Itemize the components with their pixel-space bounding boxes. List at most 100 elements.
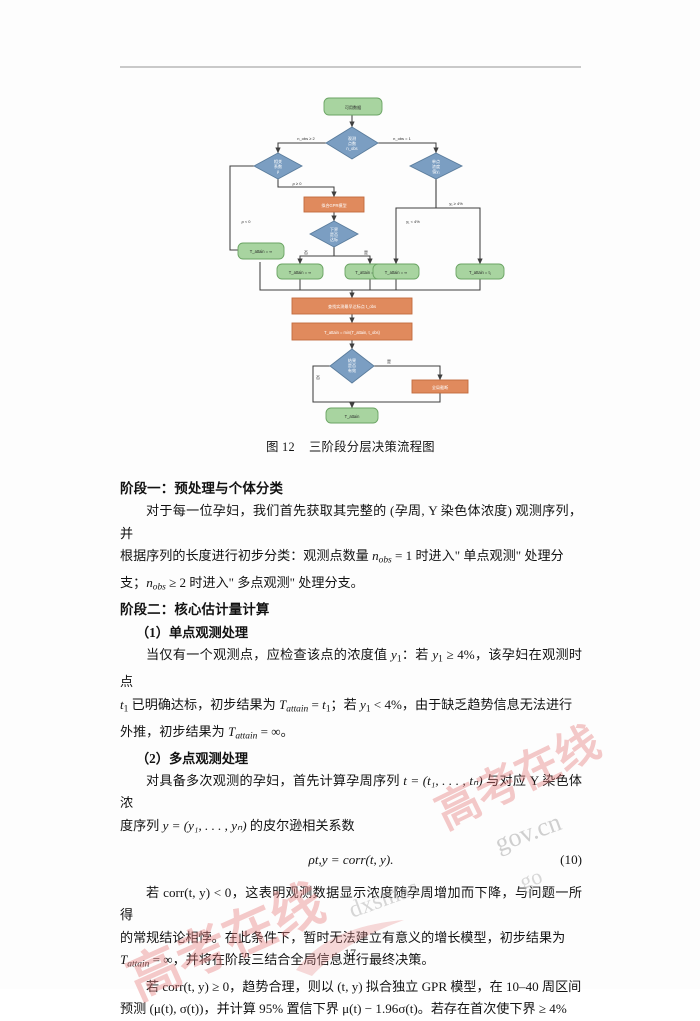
flow-node-process-min: T_attain = min(T_attain, t_obs): [291, 322, 413, 341]
paragraph-corr-positive-cont: 预测 (μ(t), σ(t))，并计算 95% 置信下界 μ(t) − 1.96…: [120, 998, 582, 1020]
text-run: 若 corr(t, y) ≥ 0，趋势合理，则以 (t, y) 拟合独立 GPR…: [146, 978, 582, 994]
svg-text:值y₁: 值y₁: [432, 168, 440, 174]
text-run: ≥ 2 时进入" 多点观测" 处理分支。: [165, 575, 364, 591]
text-run: 对于每一位孕妇，我们首先获取其完整的 (孕周, Y 染色体浓度) 观测序列，并: [120, 503, 582, 541]
text-run: =: [308, 696, 323, 712]
text-run: = ∞。: [257, 723, 294, 739]
svg-text:T_attain = ∞: T_attain = ∞: [289, 270, 311, 275]
text-run: 当仅有一个观测点，应检查该点的浓度值: [146, 647, 392, 663]
paragraph-stage-one-cont2: 支；nobs ≥ 2 时进入" 多点观测" 处理分支。: [120, 572, 582, 599]
text-run: = ∞，并将在阶段三结合全局信息进行最终决策。: [149, 951, 435, 967]
edge-label-valid-yes: 是: [387, 358, 391, 364]
svg-text:T_attain = ∞: T_attain = ∞: [250, 249, 272, 254]
symbol-t1: t1: [120, 696, 129, 715]
symbol-nobs: nobs: [146, 575, 166, 593]
symbol-t1: t1: [322, 696, 331, 715]
paragraph-corr-positive: 若 corr(t, y) ≥ 0，趋势合理，则以 (t, y) 拟合独立 GPR…: [120, 976, 582, 998]
edge-label-nobs-eq1: n_obs = 1: [393, 136, 411, 141]
header-rule: [120, 66, 581, 68]
svg-text:T_attain = min(T_attain, t_obs: T_attain = min(T_attain, t_obs): [324, 330, 380, 335]
svg-text:达标: 达标: [330, 236, 338, 242]
edge-label-y1-ge4: y₁ ≥ 4%: [449, 201, 463, 206]
flow-node-decision-rho: 相关 系数 ρ: [253, 152, 303, 180]
svg-text:点数: 点数: [348, 140, 356, 146]
svg-text:T_attain = t_first: T_attain = t_first: [355, 270, 385, 275]
flow-node-process-gpr: 拟合GPR模型: [303, 196, 365, 213]
symbol-tattain: Tattain: [278, 696, 309, 715]
paragraph-multi-obs-cont: 度序列 y = (y₁, . . . , yₙ) 的皮尔逊相关系数: [120, 815, 582, 837]
svg-text:查找实测最早达标点 t_obs: 查找实测最早达标点 t_obs: [328, 303, 376, 309]
text-run: = 1 时进入" 单点观测" 处理分: [391, 548, 564, 564]
heading-sub-one: （1）单点观测处理: [136, 624, 249, 640]
heading-sub-two: （2）多点观测处理: [136, 750, 249, 766]
text-run: ≥ 4%，该孕妇在观测时点: [120, 647, 582, 690]
svg-text:是否: 是否: [348, 362, 356, 368]
flowchart-canvas: .nodeText { font-family: "Liberation San…: [120, 90, 581, 430]
symbol-tattain: Tattain: [120, 951, 150, 970]
text-run: 若 corr(t, y) < 0，这表明观测数据显示浓度随孕周增加而下降，与问题…: [120, 884, 582, 923]
svg-text:下界: 下界: [330, 226, 338, 232]
svg-text:可用数据: 可用数据: [345, 104, 361, 110]
svg-text:n_obs: n_obs: [346, 146, 357, 151]
paragraph-corr-negative-cont: 的常规结论相悖。在此条件下，暂时无法建立有意义的增长模型，初步结果为: [120, 927, 582, 949]
equation-body: ρt,y = corr(t, y).: [308, 852, 394, 868]
flow-node-decision-nobs: 观测 点数 n_obs: [325, 126, 379, 160]
text-run: ；若: [330, 696, 360, 712]
symbol-y1: y1: [391, 647, 402, 665]
flow-node-decision-y1: 单点 浓度 值y₁: [408, 152, 464, 180]
document-body: 阶段一：预处理与个体分类 对于每一位孕妇，我们首先获取其完整的 (孕周, Y 染…: [120, 478, 582, 1021]
text-run: ：若: [401, 647, 433, 663]
edge-label-valid-no: 否: [316, 375, 320, 380]
equation-row: ρt,y = corr(t, y). (10): [120, 849, 582, 871]
edge-label-rho-ge0: ρ ≥ 0: [293, 181, 303, 186]
svg-text:相关: 相关: [274, 158, 282, 164]
text-run: 与对应 Y 染色体浓: [120, 773, 582, 811]
text-run: 预测 (μ(t), σ(t))，并计算 95% 置信下界 μ(t) − 1.96…: [120, 1001, 567, 1017]
paragraph-single-obs-cont2: 外推，初步结果为 Tattain = ∞。: [120, 721, 582, 748]
page-number: 17: [344, 946, 356, 960]
symbol-y1: y1: [432, 647, 443, 665]
text-run: 的皮尔逊相关系数: [246, 817, 355, 833]
svg-text:ρ: ρ: [277, 169, 280, 174]
edge-label-lower-no: 否: [304, 250, 308, 255]
svg-text:是否: 是否: [330, 231, 338, 237]
svg-text:有效: 有效: [348, 367, 356, 373]
svg-text:拟合GPR模型: 拟合GPR模型: [321, 202, 346, 208]
heading-stage-one: 阶段一：预处理与个体分类: [120, 481, 284, 496]
svg-text:T_attain = t₁: T_attain = t₁: [469, 270, 492, 275]
equation-number: (10): [560, 852, 582, 868]
flow-node-terminal-inf-mid: T_attain = ∞: [276, 263, 324, 280]
paragraph-stage-one-cont: 根据序列的长度进行初步分类：观测点数量 nobs = 1 时进入" 单点观测" …: [120, 545, 582, 572]
symbol-t-sequence: t = (t₁, . . . , tₙ): [403, 773, 483, 789]
paragraph-corr-negative: 若 corr(t, y) < 0，这表明观测数据显示浓度随孕周增加而下降，与问题…: [120, 882, 582, 927]
edge-label-nobs-ge2: n_obs ≥ 2: [297, 136, 315, 141]
svg-text:T_attain = ∞: T_attain = ∞: [385, 270, 407, 275]
flow-node-terminal-inf-left: T_attain = ∞: [237, 242, 285, 260]
flow-node-terminal-single-inf: T_attain = ∞: [372, 263, 420, 280]
flow-node-terminal-final: T_attain: [325, 407, 379, 424]
flow-node-start: 可用数据: [323, 97, 383, 116]
symbol-y1: y1: [360, 696, 371, 715]
paragraph-single-obs-cont: t1 已明确达标，初步结果为 Tattain = t1；若 y1 < 4%，由于…: [120, 694, 582, 721]
svg-text:T_attain: T_attain: [345, 414, 361, 419]
paragraph-corr-negative-cont2: Tattain = ∞，并将在阶段三结合全局信息进行最终决策。: [120, 949, 582, 976]
symbol-nobs: nobs: [372, 548, 392, 566]
figure-caption-title: 三阶段分层决策流程图: [308, 440, 435, 454]
text-run: 根据序列的长度进行初步分类：观测点数量: [120, 548, 373, 564]
text-run: 的常规结论相悖。在此条件下，暂时无法建立有意义的增长模型，初步结果为: [120, 929, 566, 945]
flow-node-process-global: 全局截断: [411, 379, 469, 394]
figure-flowchart: .nodeText { font-family: "Liberation San…: [120, 90, 581, 430]
flow-node-terminal-single-t1: T_attain = t₁: [455, 263, 505, 280]
flow-node-process-sample: 查找实测最早达标点 t_obs: [291, 297, 413, 315]
paragraph-single-obs: 当仅有一个观测点，应检查该点的浓度值 y1：若 y1 ≥ 4%，该孕妇在观测时点: [120, 644, 582, 693]
text-run: 对具备多次观测的孕妇，首先计算孕周序列: [146, 773, 404, 789]
flow-node-decision-lower: 下界 是否 达标: [309, 220, 359, 248]
paragraph-multi-obs: 对具备多次观测的孕妇，首先计算孕周序列 t = (t₁, . . . , tₙ)…: [120, 770, 582, 815]
document-page: .nodeText { font-family: "Liberation San…: [119, 66, 608, 1017]
svg-text:观测: 观测: [348, 135, 356, 141]
text-run: 已明确达标，初步结果为: [128, 696, 279, 712]
svg-text:浓度: 浓度: [432, 163, 440, 169]
flow-node-decision-valid: 结果 是否 有效: [329, 348, 375, 384]
text-run: 支；: [120, 575, 147, 591]
text-run: 外推，初步结果为: [120, 723, 229, 739]
